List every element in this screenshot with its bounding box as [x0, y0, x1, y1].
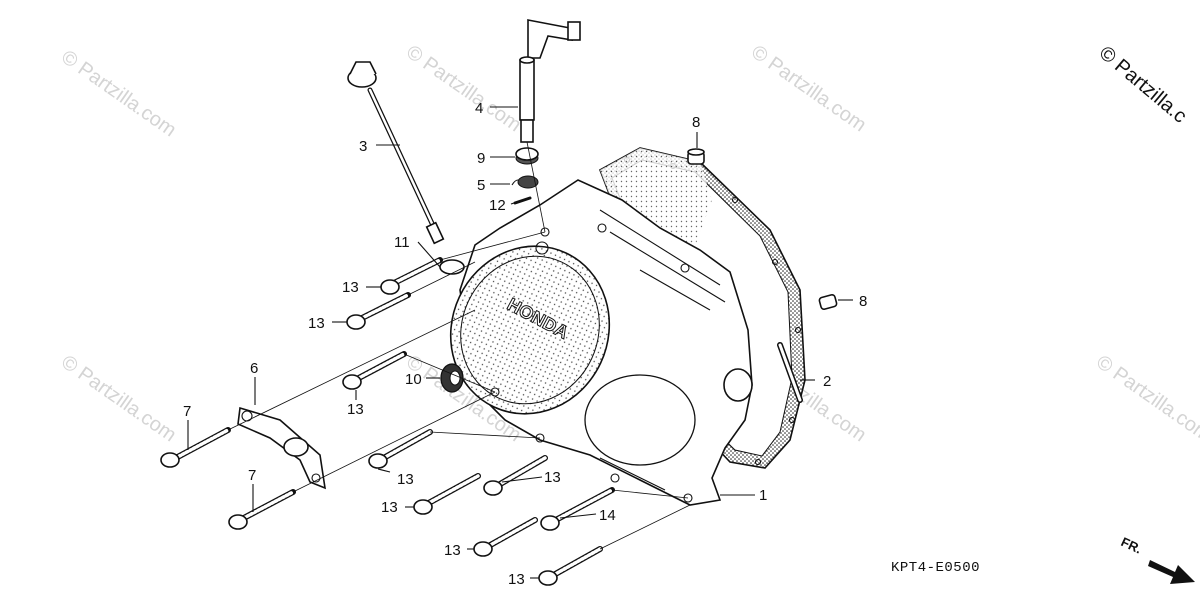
callout-1: 1 — [759, 487, 767, 504]
callout-labels: 3 4 9 5 12 8 8 11 2 1 10 6 7 7 13 13 13 … — [183, 100, 867, 588]
arrow-icon — [1148, 560, 1195, 584]
watermark: © Partzilla.com — [57, 351, 180, 446]
bolt — [473, 517, 538, 557]
bolt — [540, 487, 615, 531]
bolt — [160, 427, 231, 468]
o-ring-part — [439, 259, 465, 275]
callout-13: 13 — [508, 571, 525, 588]
bolt — [368, 429, 433, 469]
direction-label: FR. — [1119, 534, 1144, 556]
callout-13: 13 — [544, 469, 561, 486]
pin-part — [513, 196, 532, 205]
callout-2: 2 — [823, 373, 831, 390]
clamp-part — [237, 406, 327, 490]
callout-13: 13 — [347, 401, 364, 418]
callout-13: 13 — [308, 315, 325, 332]
watermark: © Partzilla.com — [747, 41, 870, 136]
nut-part — [515, 147, 539, 165]
callout-13: 13 — [381, 499, 398, 516]
callout-3: 3 — [359, 138, 367, 155]
callout-8: 8 — [859, 293, 867, 310]
copyright-text: © Partzilla.c — [1095, 42, 1191, 128]
spring-part — [511, 175, 539, 189]
bolt — [413, 473, 481, 515]
callout-12: 12 — [489, 197, 506, 214]
bolt-group — [160, 257, 615, 586]
callout-14: 14 — [599, 507, 616, 524]
front-direction-indicator: FR. — [1119, 534, 1195, 584]
watermark: © Partzilla.com — [402, 41, 525, 136]
leader-lines — [187, 106, 853, 579]
crankcase-cover-part: HONDA — [449, 179, 753, 506]
diagram-code: KPT4-E0500 — [891, 560, 980, 576]
callout-8: 8 — [692, 114, 700, 131]
bolt — [228, 489, 296, 530]
bracket-part — [519, 19, 581, 143]
callout-9: 9 — [477, 150, 485, 167]
dipstick-part — [347, 61, 445, 245]
bolt — [538, 546, 603, 586]
dowel-pin-part — [818, 294, 838, 310]
callout-7: 7 — [248, 467, 256, 484]
callout-13: 13 — [397, 471, 414, 488]
bolt — [342, 351, 407, 390]
oil-seal-part — [440, 363, 464, 393]
watermark: © Partzilla.com — [1092, 351, 1200, 446]
callout-11: 11 — [394, 234, 410, 251]
callout-5: 5 — [477, 177, 485, 194]
callout-13: 13 — [444, 542, 461, 559]
callout-7: 7 — [183, 403, 191, 420]
callout-10: 10 — [405, 371, 422, 388]
dowel-pin-part — [687, 148, 705, 165]
bolt — [346, 292, 411, 330]
bolt — [483, 455, 548, 496]
bolt — [380, 257, 443, 295]
assembly-lines — [227, 141, 691, 550]
callout-4: 4 — [475, 100, 483, 117]
watermark: © Partzilla.com — [57, 46, 180, 141]
callout-13: 13 — [342, 279, 359, 296]
callout-6: 6 — [250, 360, 258, 377]
